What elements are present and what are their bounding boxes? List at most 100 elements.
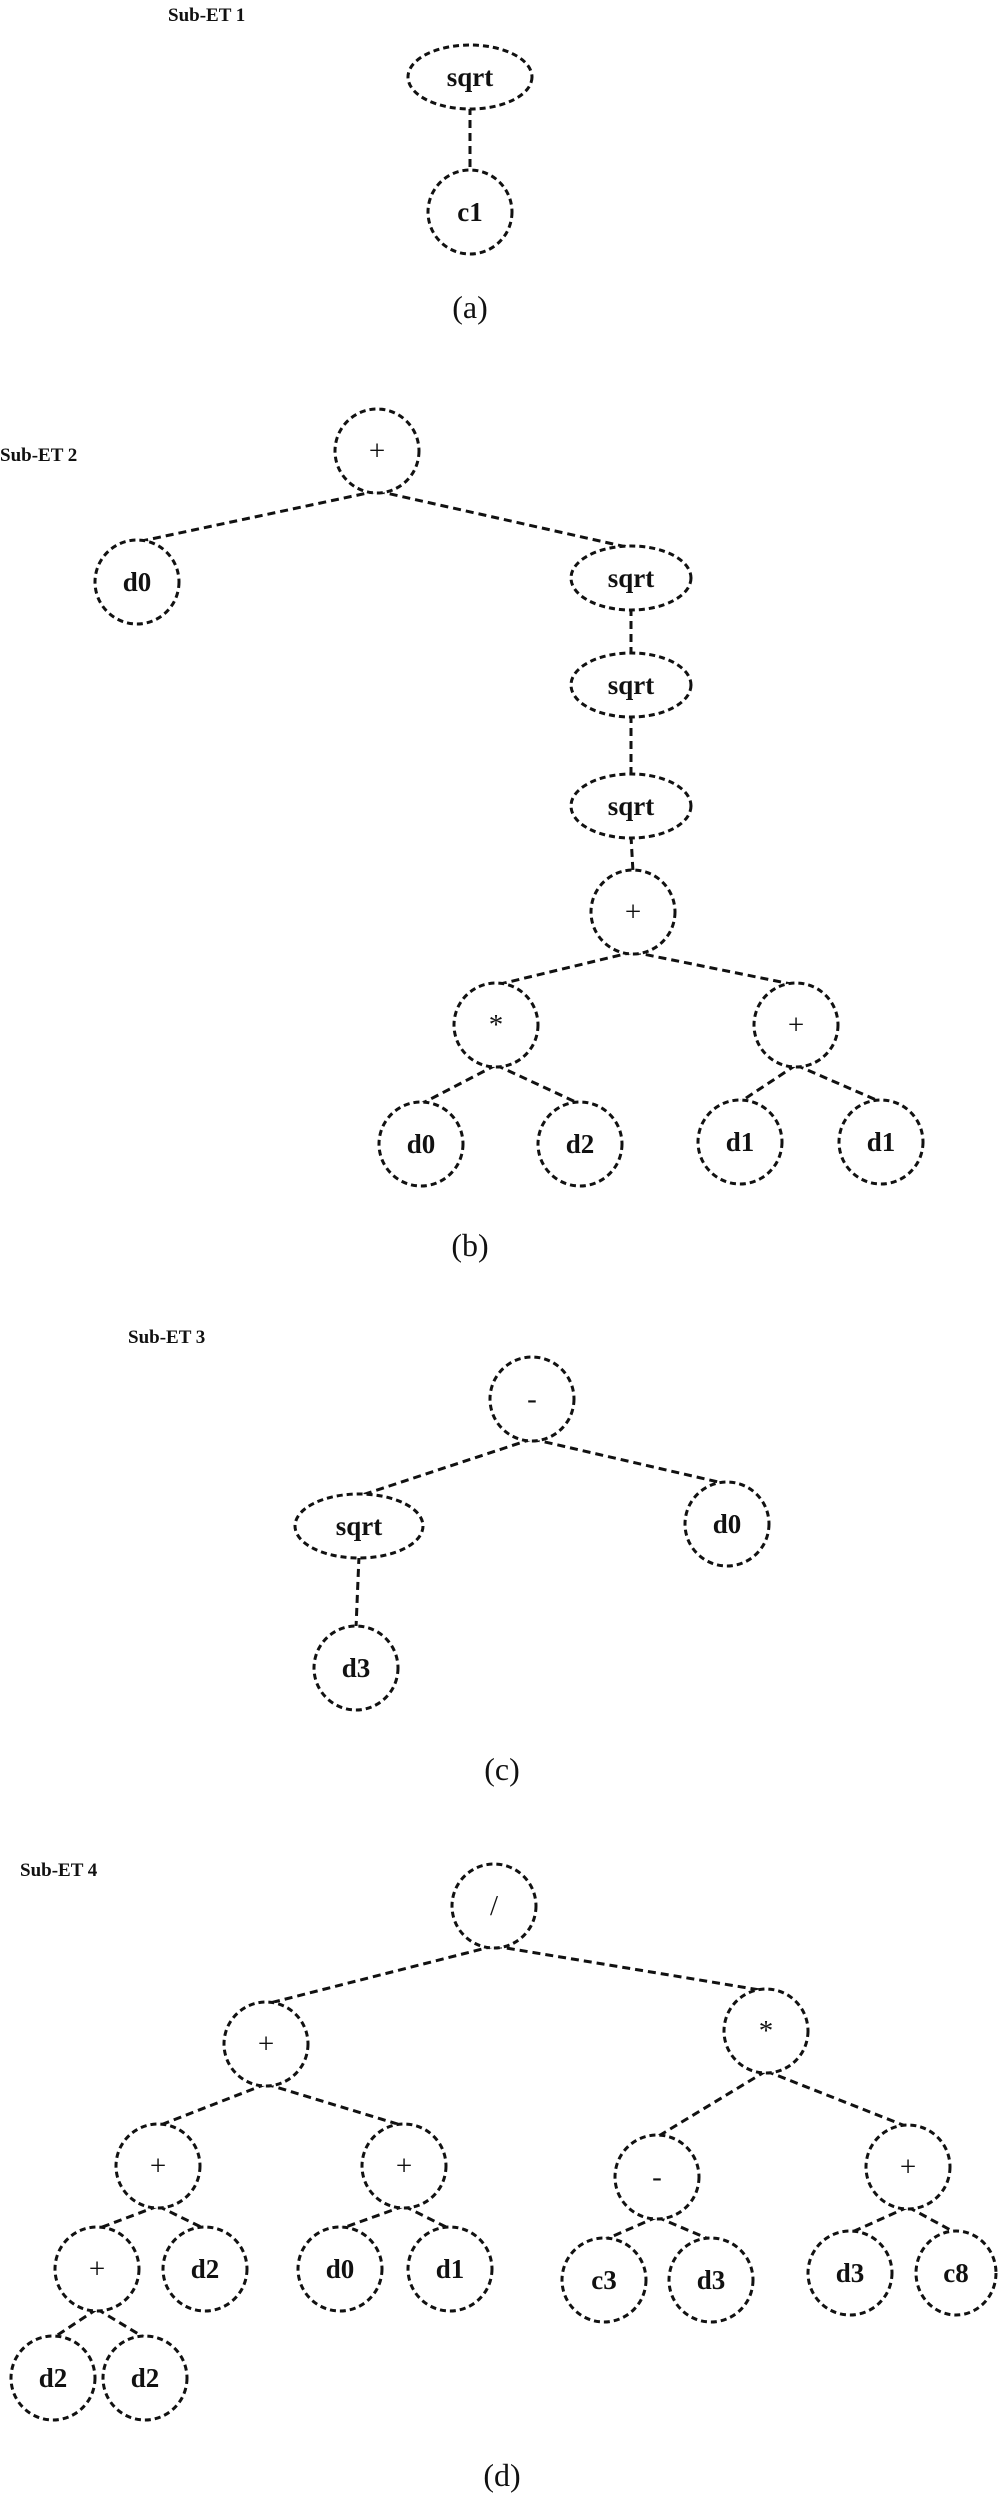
tree-node: d3: [667, 2236, 755, 2324]
node-label: d0: [123, 567, 152, 597]
node-label: +: [369, 435, 385, 467]
node-label: +: [150, 2150, 166, 2182]
node-ellipse: [569, 544, 693, 612]
tree-edge: [493, 1944, 767, 1993]
node-label: d1: [867, 1127, 896, 1157]
node-ellipse: [864, 2123, 952, 2211]
tree-edge: [603, 2215, 658, 2242]
tree-edge: [265, 1944, 495, 2006]
node-label: /: [490, 1890, 499, 1922]
tree-node: +: [222, 2000, 310, 2088]
tree-edge: [96, 2307, 146, 2340]
node-ellipse: [696, 1098, 784, 1186]
tree-node: +: [333, 407, 421, 495]
tree-node: *: [722, 1987, 810, 2075]
tree-node: c8: [914, 2229, 998, 2317]
node-label: d2: [191, 2254, 220, 2284]
tree-edge: [629, 835, 635, 873]
node-ellipse: [426, 168, 514, 256]
node-label: d3: [342, 1653, 371, 1683]
tree-node: +: [589, 868, 677, 956]
tree-edge: [265, 2082, 405, 2128]
node-ellipse: [222, 2000, 310, 2088]
node-label: *: [759, 2015, 774, 2047]
tree-edge: [339, 2204, 405, 2231]
caption-b: (b): [451, 1227, 488, 1263]
tree-node: /: [450, 1862, 538, 1950]
tree-edge: [907, 2205, 957, 2235]
tree-node: d1: [837, 1098, 925, 1186]
node-ellipse: [613, 2133, 701, 2221]
node-ellipse: [360, 2122, 448, 2210]
tree-edge: [656, 2215, 712, 2242]
node-label: sqrt: [608, 563, 655, 593]
node-ellipse: [914, 2229, 998, 2317]
tree-node: d0: [377, 1100, 465, 1188]
panel-title-sub-et-3: Sub-ET 3: [128, 1327, 205, 1348]
tree-edge: [157, 2204, 206, 2231]
node-label: +: [788, 1009, 804, 1041]
node-ellipse: [752, 981, 840, 1069]
tree-edge: [420, 1063, 497, 1106]
node-ellipse: [806, 2229, 894, 2317]
tree-node: sqrt: [569, 772, 693, 840]
node-label: d2: [39, 2363, 68, 2393]
node-label: d2: [131, 2363, 160, 2393]
tree-edge: [795, 1063, 882, 1104]
tree-node: +: [864, 2123, 952, 2211]
node-label: c1: [457, 197, 482, 227]
node-label: sqrt: [447, 62, 494, 92]
node-ellipse: [667, 2236, 755, 2324]
tree-edge: [157, 2082, 267, 2128]
node-label: d2: [566, 1129, 595, 1159]
node-ellipse: [589, 868, 677, 956]
node-label: +: [258, 2028, 274, 2060]
node-ellipse: [488, 1355, 576, 1443]
tree-node: d1: [406, 2225, 494, 2313]
tree-edge: [52, 2307, 98, 2340]
tree-edge: [376, 489, 632, 550]
tree-node: sqrt: [293, 1492, 425, 1560]
edges-layer: [52, 107, 957, 2340]
tree-node: *: [452, 981, 540, 1069]
nodes-layer: sqrt c1 + d0 sqrt sqrt sqrt + * + d0 d2 d1 d1 - sqrt d0 d…: [9, 43, 998, 2422]
tree-edge: [739, 1063, 797, 1104]
node-ellipse: [312, 1624, 400, 1712]
caption-d: (d): [483, 2457, 520, 2493]
node-label: d0: [407, 1129, 436, 1159]
node-label: d0: [713, 1509, 742, 1539]
caption-a: (a): [452, 289, 488, 325]
panel-title-sub-et-2: Sub-ET 2: [0, 445, 77, 466]
node-ellipse: [536, 1100, 624, 1188]
tree-node: +: [360, 2122, 448, 2210]
node-ellipse: [406, 2225, 494, 2313]
node-ellipse: [569, 772, 693, 840]
tree-node: d3: [806, 2229, 894, 2317]
node-ellipse: [9, 2334, 97, 2422]
node-ellipse: [53, 2225, 141, 2313]
node-ellipse: [837, 1098, 925, 1186]
tree-edge: [656, 2069, 767, 2139]
tree-node: d3: [312, 1624, 400, 1712]
caption-c: (c): [484, 1751, 520, 1787]
tree-node: d2: [9, 2334, 97, 2422]
node-ellipse: [93, 538, 181, 626]
node-label: d3: [697, 2265, 726, 2295]
node-ellipse: [377, 1100, 465, 1188]
tree-node: +: [53, 2225, 141, 2313]
node-label: sqrt: [608, 670, 655, 700]
node-ellipse: [114, 2122, 202, 2210]
node-ellipse: [101, 2334, 189, 2422]
node-label: +: [625, 896, 641, 928]
node-ellipse: [450, 1862, 538, 1950]
tree-edge: [632, 950, 797, 987]
node-label: -: [652, 2161, 662, 2193]
tree-node: +: [114, 2122, 202, 2210]
panel-title-sub-et-4: Sub-ET 4: [20, 1860, 98, 1881]
node-label: d3: [836, 2258, 865, 2288]
node-label: d0: [326, 2254, 355, 2284]
node-ellipse: [161, 2225, 249, 2313]
node-label: +: [396, 2150, 412, 2182]
node-label: c8: [943, 2258, 968, 2288]
tree-edge: [849, 2205, 909, 2235]
